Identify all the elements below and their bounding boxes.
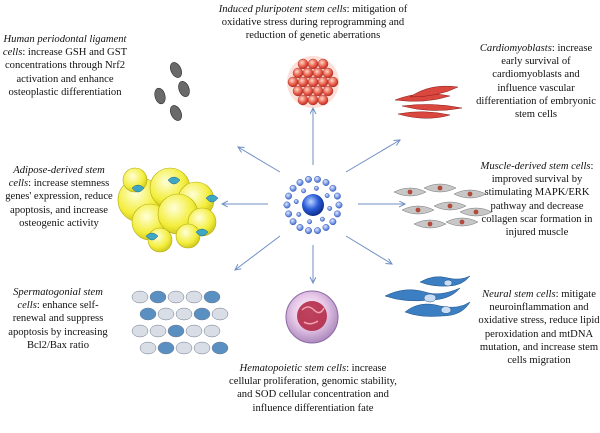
arrow-upleft	[238, 147, 281, 173]
label-pdl: Human periodontal ligament cells: increa…	[0, 33, 130, 99]
label-pdl-title: Human periodontal ligament cells	[2, 34, 127, 59]
label-muscle-desc: : improved survival by stimulating MAPK/…	[481, 161, 594, 239]
label-hemato: Hematopoietic stem cells: increase cellu…	[228, 362, 398, 415]
periodontal-cells-icon	[154, 62, 190, 121]
label-ipsc-title: Induced pluripotent stem cells	[218, 4, 347, 15]
label-ipsc-desc: : mitigation of oxidative stress during …	[221, 4, 408, 42]
muscle-cells-icon	[393, 183, 493, 229]
label-pdl-desc: : increase GSH and GST concentrations th…	[4, 47, 128, 98]
arrow-downleft	[235, 235, 281, 270]
label-muscle-title: Muscle-derived stem cells	[480, 161, 591, 172]
label-muscle: Muscle-derived stem cells: improved surv…	[474, 160, 600, 239]
label-adipose-title: Adipose-derived stem cells	[8, 165, 105, 190]
arrow-downright	[345, 235, 392, 264]
label-hemato-title: Hematopoietic stem cells	[239, 363, 347, 374]
label-sperm-title: Spermatogonial stem cells	[13, 287, 103, 312]
hematopoietic-cell-icon	[285, 290, 339, 344]
label-cardio-desc: : increase early survival of cardiomyobl…	[476, 43, 596, 121]
label-cardio: Cardiomyoblasts: increase early survival…	[472, 42, 600, 121]
arrow-upright	[345, 140, 400, 173]
label-neural: Neural stem cells: mitigate neuroinflamm…	[478, 288, 600, 367]
adipose-cells-icon	[117, 167, 219, 253]
label-adipose: Adipose-derived stem cells: increase ste…	[2, 164, 116, 230]
ipsc-cluster-icon	[287, 56, 339, 108]
label-hemato-desc: : increase cellular proliferation, genom…	[229, 363, 397, 414]
neural-cells-icon	[384, 275, 471, 317]
central-stem-cell-icon	[283, 175, 343, 235]
label-sperm: Spermatogonial stem cells: enhance self-…	[2, 286, 114, 352]
cardiomyoblasts-icon	[394, 85, 463, 119]
label-sperm-desc: : enhance self-renewal and suppress apop…	[8, 300, 108, 351]
label-adipose-desc: : increase stemness genes' expression, r…	[5, 178, 113, 229]
label-cardio-title: Cardiomyoblasts	[479, 43, 552, 54]
spermatogonial-cells-icon	[131, 290, 229, 355]
arrows	[222, 108, 405, 283]
label-neural-title: Neural stem cells	[482, 289, 556, 300]
label-ipsc: Induced pluripotent stem cells: mitigati…	[218, 3, 408, 43]
label-neural-desc: : mitigate neuroinflammation and oxidati…	[478, 289, 600, 367]
